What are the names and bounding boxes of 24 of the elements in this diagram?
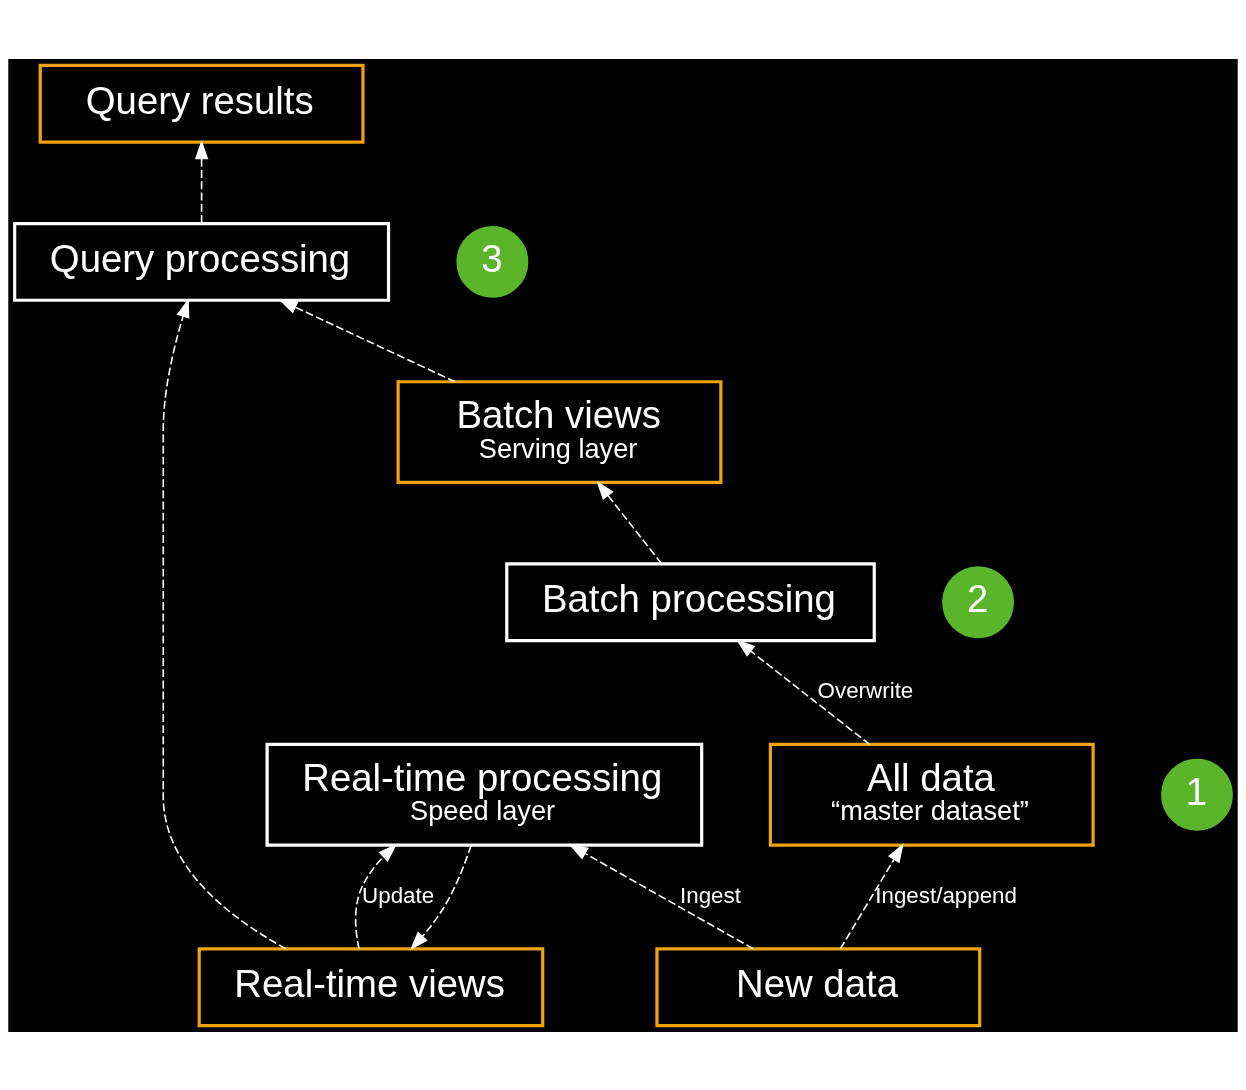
node-circle: 1 [1161, 758, 1233, 831]
node-box: Real-time views [197, 946, 545, 1027]
arrow [354, 843, 398, 950]
edge-label: Ingest/append [875, 882, 1017, 908]
edge-label: Update [362, 882, 435, 908]
edge-label: Overwrite [817, 677, 914, 703]
node-box: All data “master dataset” [768, 742, 1095, 847]
node-circle: 2 [942, 565, 1015, 638]
arrow [596, 480, 663, 564]
arrow [568, 843, 754, 949]
edge-label: Ingest [680, 882, 741, 908]
arrow [162, 297, 287, 949]
arrow [194, 139, 209, 224]
node-box: Batch processing [505, 561, 876, 642]
node-box: Query results [38, 63, 365, 144]
arrow [839, 842, 904, 949]
arrow [736, 639, 871, 745]
node-box: New data [655, 946, 982, 1027]
node-box: Query processing [13, 221, 391, 302]
arrow [409, 844, 472, 950]
node-box: Real-time processing Speed layer [265, 742, 704, 847]
node-circle: 3 [456, 225, 529, 298]
node-box: Batch views Serving layer [396, 379, 723, 484]
arrow [278, 298, 456, 383]
